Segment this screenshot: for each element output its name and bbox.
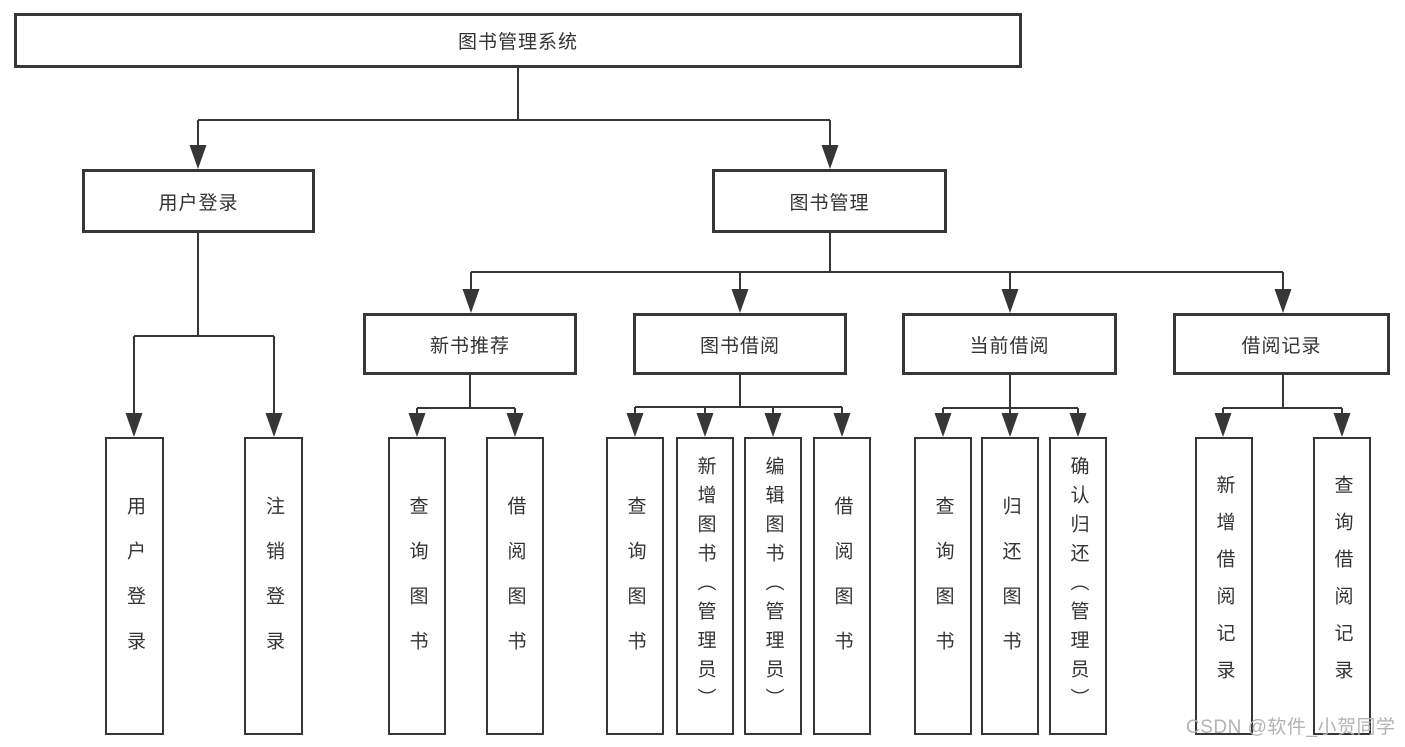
node-label: 用户登录 [158,192,239,214]
node-label: 编辑图书（管理员） [762,455,784,717]
node-label: 查询借阅记录 [1331,475,1353,697]
leaf-borrow-edit-book-admin: 编辑图书（管理员） [744,437,802,735]
leaf-newbook-query-books: 查询图书 [388,437,446,735]
node-label: 图书管理 [789,192,870,214]
node-user-login: 用户登录 [82,169,315,233]
node-label: 新书推荐 [429,335,510,357]
node-label: 借阅图书 [831,496,853,676]
leaf-newbook-borrow-books: 借阅图书 [486,437,544,735]
leaf-records-query-borrow-record: 查询借阅记录 [1313,437,1371,735]
csdn-watermark: CSDN @软件_小贺同学 [1186,717,1396,738]
node-label: 用户登录 [124,496,145,676]
node-label: 图书管理系统 [457,32,578,53]
node-book-management: 图书管理 [712,169,947,233]
node-label: 当前借阅 [969,335,1050,357]
node-new-book-recommendation: 新书推荐 [363,313,577,375]
leaf-borrow-borrow-books: 借阅图书 [813,437,871,735]
node-borrowing-records: 借阅记录 [1173,313,1390,375]
leaf-logout: 注销登录 [244,437,303,735]
node-label: 查询图书 [624,496,646,676]
leaf-current-query-books: 查询图书 [914,437,972,735]
node-label: 新增图书（管理员） [694,455,716,717]
tree-edges [133,68,1343,415]
node-label: 查询图书 [406,496,428,676]
leaf-records-add-borrow-record: 新增借阅记录 [1195,437,1253,735]
leaf-user-login: 用户登录 [105,437,164,735]
node-label: 注销登录 [263,496,284,676]
leaf-current-return-books: 归还图书 [981,437,1039,735]
node-label: 图书借阅 [699,335,780,357]
node-label: 查询图书 [932,496,954,676]
node-label: 借阅记录 [1241,335,1322,357]
arrowheads [125,145,1351,437]
node-label: 新增借阅记录 [1213,475,1235,697]
node-label: 归还图书 [999,496,1021,676]
node-label: 借阅图书 [504,496,526,676]
node-current-borrowing: 当前借阅 [902,313,1117,375]
leaf-current-confirm-return-admin: 确认归还（管理员） [1049,437,1107,735]
node-book-borrowing: 图书借阅 [633,313,847,375]
node-label: 确认归还（管理员） [1067,455,1089,717]
node-library-management-system: 图书管理系统 [14,13,1022,68]
leaf-borrow-add-book-admin: 新增图书（管理员） [676,437,734,735]
leaf-borrow-query-books: 查询图书 [606,437,664,735]
